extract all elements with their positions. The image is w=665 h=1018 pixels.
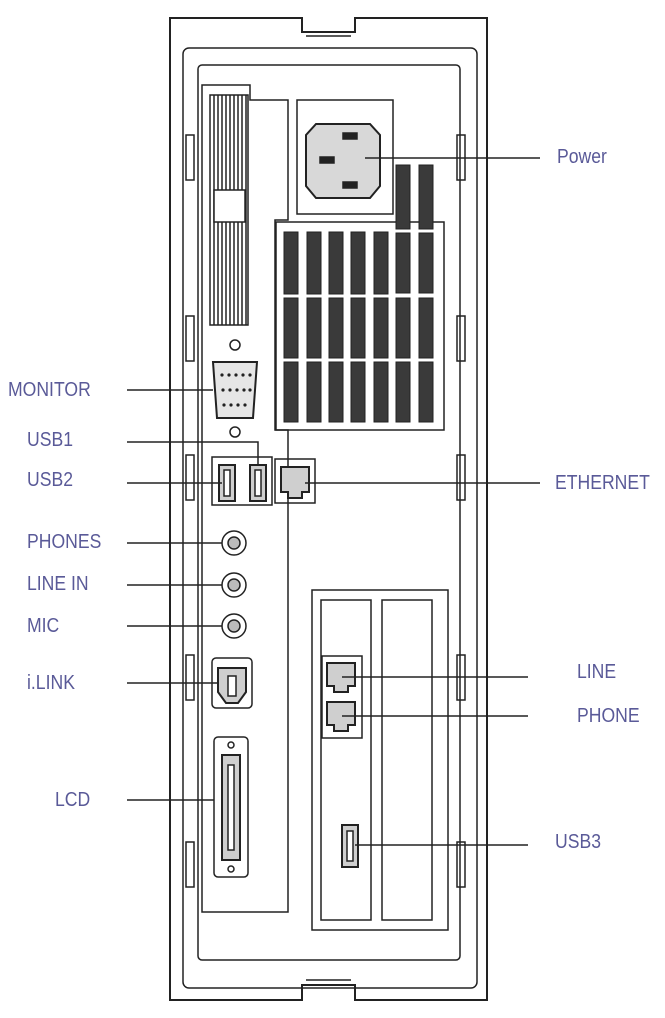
phones-label: PHONES [27,531,102,553]
io-plate [201,84,289,913]
audio-jacks [221,530,247,639]
usb3-port [341,824,359,868]
line-label: LINE [577,661,617,683]
monitor-port [211,339,259,438]
ilink-port [211,657,253,709]
phone-label: PHONE [577,705,640,727]
mic-label: MIC [27,615,60,637]
heatsink-fins [209,94,249,326]
usb2-label: USB2 [27,469,73,491]
modem-ports [321,655,363,739]
vent-grille [275,164,445,431]
usb1-label: USB1 [27,429,73,451]
power-label: Power [557,146,607,168]
usb3-label: USB3 [555,831,601,853]
lcd-port [213,736,249,878]
ethernet-label: ETHERNET [555,472,650,494]
leader-lines [127,157,540,846]
line-in-label: LINE IN [27,573,89,595]
chassis-outline [169,17,488,1001]
usb-ports [211,456,273,506]
monitor-label: MONITOR [8,379,91,401]
expansion-slots [311,589,449,931]
power-socket [296,99,394,215]
ethernet-port [274,458,316,504]
ilink-label: i.LINK [27,672,75,694]
lcd-label: LCD [55,789,91,811]
